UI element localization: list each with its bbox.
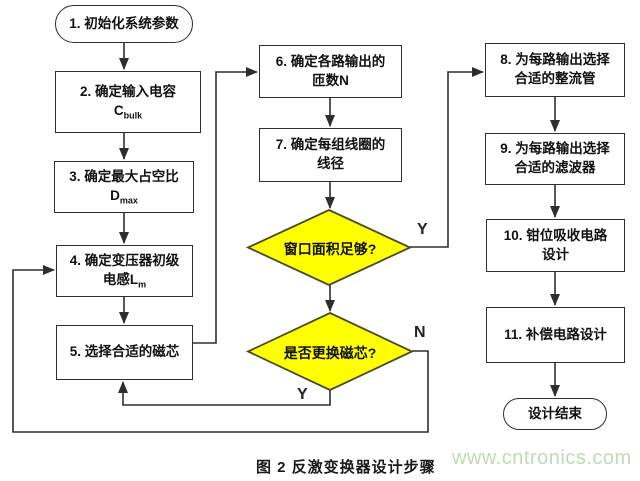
arrow-decision2-yes-to-box5 [118, 381, 331, 406]
arrow-decision2-no-to-box4 [12, 265, 429, 433]
node-end-label: 设计结束 [528, 405, 582, 421]
node-line: 6. 确定各路输出的 [275, 53, 386, 69]
node-max-duty-cycle: 3. 确定最大占空比 Dmax [54, 161, 194, 213]
node-line: 合适的整流管 [514, 71, 596, 86]
node-line: 3. 确定最大占空比 [69, 169, 179, 185]
decision-change-core-diamond [245, 312, 415, 391]
node-line: 设计 [542, 246, 569, 262]
node-line: 合适的滤波器 [514, 160, 596, 175]
arrow-decision1-yes-to-box8 [410, 67, 484, 248]
node-select-core: 5. 选择合适的磁芯 [56, 325, 193, 380]
branch-label-decision1-yes: Y [417, 221, 428, 238]
figure-caption: 图 2 反激变换器设计步骤 [256, 459, 436, 476]
node-line: 线径 [317, 156, 344, 171]
node-line: 8. 为每路输出选择 [500, 52, 610, 68]
decision-window-area-diamond [245, 209, 413, 286]
branch-label-decision2-no: N [414, 324, 426, 341]
branch-label-decision2-yes: Y [297, 386, 308, 403]
node-variable: Cbulk [113, 103, 143, 121]
node-end: 设计结束 [503, 398, 607, 430]
node-line: 7. 确定每组线圈的 [275, 137, 386, 153]
node-line: 匝数N [312, 72, 349, 88]
node-compensation-design: 11. 补偿电路设计 [486, 307, 625, 363]
node-line: 4. 确定变压器初级 [69, 253, 180, 269]
node-start-label: 1. 初始化系统参数 [69, 15, 179, 31]
node-select-rectifier: 8. 为每路输出选择 合适的整流管 [485, 43, 625, 97]
node-primary-inductance: 4. 确定变压器初级 电感Lm [56, 245, 193, 297]
node-line: 10. 钳位吸收电路 [503, 227, 608, 243]
node-select-filter: 9. 为每路输出选择 合适的滤波器 [485, 133, 625, 185]
node-output-turns: 6. 确定各路输出的 匝数N [259, 45, 402, 98]
node-line: 9. 为每路输出选择 [500, 141, 610, 157]
decision-change-core-label: 是否更换磁芯? [283, 345, 377, 361]
node-variable: 电感Lm [102, 272, 147, 290]
node-start: 1. 初始化系统参数 [55, 5, 193, 43]
node-line: 11. 补偿电路设计 [504, 326, 607, 342]
site-watermark: www.cntronics.com [452, 447, 632, 469]
arrow-box5-to-box6 [193, 67, 258, 344]
node-input-capacitance: 2. 确定输入电容 Cbulk [55, 71, 201, 133]
node-line: 5. 选择合适的磁芯 [69, 344, 180, 360]
node-clamp-snubber-design: 10. 钳位吸收电路 设计 [486, 219, 625, 272]
node-line: 2. 确定输入电容 [79, 84, 176, 100]
node-variable: Dmax [110, 188, 138, 206]
decision-window-area-label: 窗口面积足够? [283, 241, 377, 257]
node-wire-diameter: 7. 确定每组线圈的 线径 [259, 128, 402, 182]
